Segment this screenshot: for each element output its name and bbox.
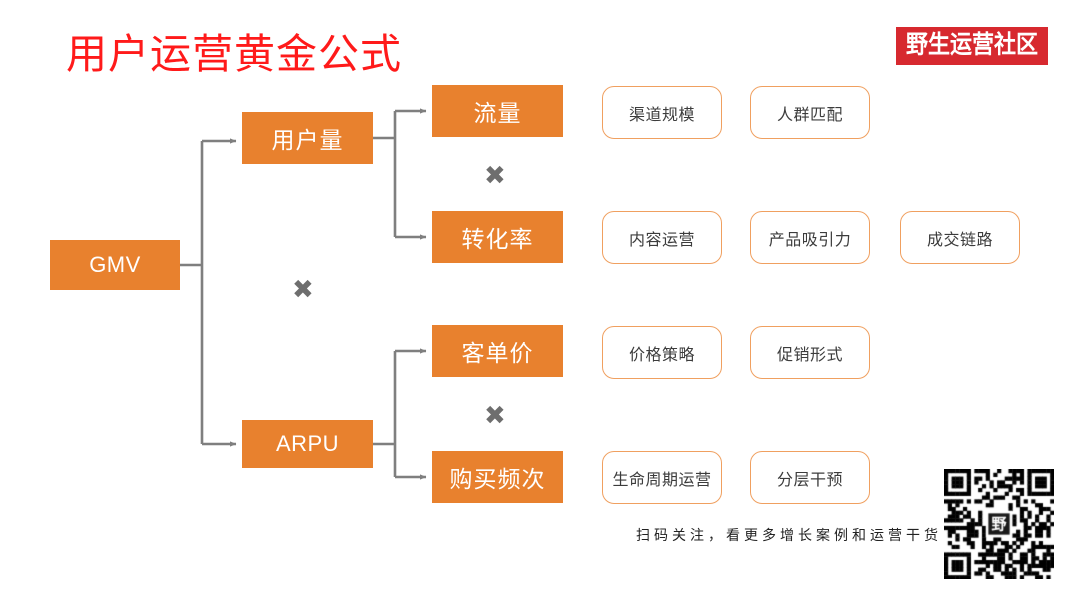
factor-pill-product-appeal[interactable]: 产品吸引力 (750, 211, 870, 264)
brand-logo: 野生运营社区 (896, 27, 1048, 65)
node-arpu[interactable]: ARPU (242, 420, 373, 468)
factor-pill-transaction-path[interactable]: 成交链路 (900, 211, 1020, 264)
factor-pill-content-ops[interactable]: 内容运营 (602, 211, 722, 264)
multiply-icon-root: ✖ (292, 275, 314, 305)
factor-pill-lifecycle-ops[interactable]: 生命周期运营 (602, 451, 722, 504)
qr-code[interactable] (944, 469, 1054, 579)
qr-code-canvas (944, 469, 1054, 579)
factor-pill-audience-match[interactable]: 人群匹配 (750, 86, 870, 139)
factor-pill-tiered-intervention[interactable]: 分层干预 (750, 451, 870, 504)
node-frequency[interactable]: 购买频次 (432, 451, 563, 503)
node-gmv[interactable]: GMV (50, 240, 180, 290)
brand-logo-label: 野生运营社区 (905, 31, 1038, 60)
node-conversion[interactable]: 转化率 (432, 211, 563, 263)
node-user-volume[interactable]: 用户量 (242, 112, 373, 164)
footer-caption: 扫码关注，看更多增长案例和运营干货 (636, 527, 942, 543)
factor-pill-promotion-format[interactable]: 促销形式 (750, 326, 870, 379)
multiply-icon-arpu: ✖ (484, 401, 506, 431)
factor-pill-channel-scale[interactable]: 渠道规模 (602, 86, 722, 139)
node-traffic[interactable]: 流量 (432, 85, 563, 137)
page-title: 用户运营黄金公式 (66, 31, 402, 77)
factor-pill-pricing-strategy[interactable]: 价格策略 (602, 326, 722, 379)
multiply-icon-user-volume: ✖ (484, 161, 506, 191)
node-aov[interactable]: 客单价 (432, 325, 563, 377)
